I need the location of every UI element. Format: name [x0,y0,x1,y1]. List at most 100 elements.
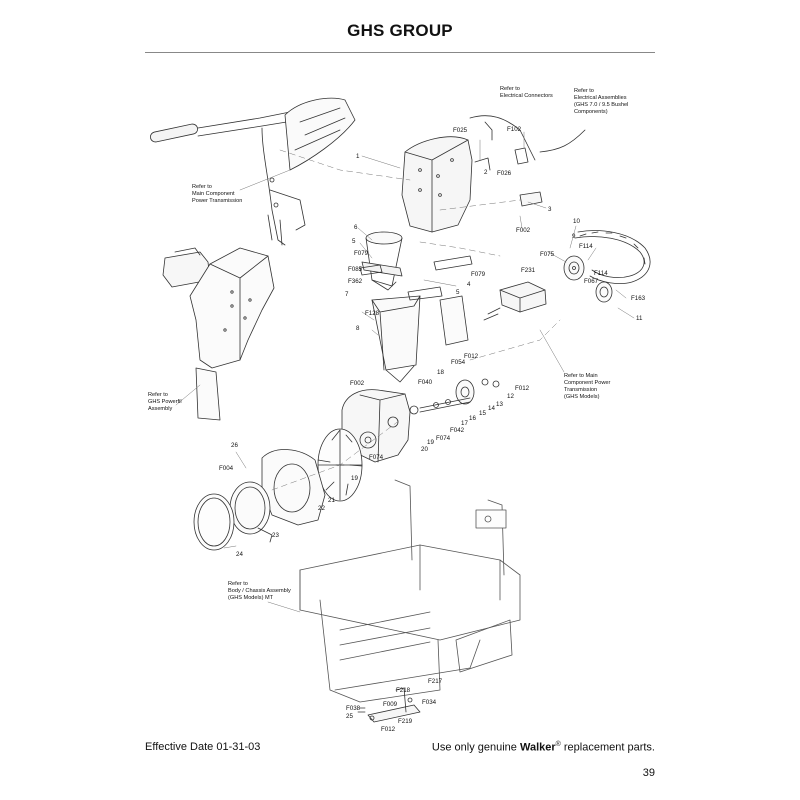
reference-note-line: (GHS Models) [564,394,600,400]
reference-note-line: GHS Powerfil [148,399,182,405]
part-label: F038 [346,705,361,712]
blower-housing [341,389,411,463]
part-label: F079 [471,271,486,278]
effective-date: Effective Date 01-31-03 [145,741,261,753]
part-label: 19 [351,475,358,482]
part-label: F026 [497,170,512,177]
reference-note-line: (GHS Models) MT [228,595,274,601]
reference-note-line: Electrical Connectors [500,93,553,99]
part-label: F128 [365,310,380,317]
part-label: F012 [464,353,479,360]
part-label: F075 [540,251,555,258]
part-label: 6 [354,224,358,231]
part-label: 19 [427,439,434,446]
part-label: 26 [231,442,238,449]
reference-note-line: Main Component [192,191,235,197]
reference-note-line: Refer to [574,88,594,94]
part-label: F034 [422,699,437,706]
part-label: F114 [594,270,608,277]
part-label: 10 [573,218,580,225]
reference-note-line: Power Transmission [192,198,242,204]
part-label: F042 [450,427,465,434]
reference-note-line: Component Power [564,380,610,386]
part-label: 7 [345,291,349,298]
part-label: F040 [418,379,433,386]
reference-note-line: Components) [574,109,608,115]
part-labels: F025 F102 1 2 F026 3 F002 10 6 5 F079 9 … [219,126,646,733]
part-label: F002 [350,380,365,387]
chassis-frame [299,479,521,703]
part-label: 9 [572,233,576,240]
part-label: 21 [328,497,335,504]
genuine-parts-notice: Use only genuine Walker® replacement par… [431,741,655,754]
part-label: F218 [396,687,411,694]
part-label: F054 [451,359,466,366]
part-label: F102 [507,126,522,133]
reference-note-line: Refer to [228,581,248,587]
page-number: 39 [642,767,655,779]
reference-note-line: Transmission [564,387,597,393]
part-label: F362 [348,278,363,285]
part-label: 4 [467,281,471,288]
reference-note-line: Electrical Assemblies [574,95,627,101]
part-label: 23 [272,532,279,539]
part-label: 24 [236,551,243,558]
reference-note-line: Refer to [148,392,168,398]
ref-electrical-connectors-l1: Refer to [500,86,520,92]
reference-note-line: Refer to Main [564,373,598,379]
blower-pulley [409,378,500,415]
inlet-ring [193,493,235,551]
clamp-ring [229,481,273,543]
part-label: 22 [318,505,325,512]
brand-name: Walker [519,741,556,754]
part-label: F012 [515,385,530,392]
pulley-small [595,281,613,303]
part-label: 12 [507,393,514,400]
part-label: F085 [348,266,363,273]
reference-note-line: (GHS 7.0 / 9.5 Bushel [574,102,628,108]
part-label: 20 [421,446,428,453]
gearbox [439,281,547,346]
part-label: 15 [479,410,486,417]
drive-belt [574,230,651,284]
discharge-chute [401,136,473,233]
part-label: F079 [354,250,369,257]
part-label: F025 [453,127,468,134]
reference-note-line: Body / Chassis Assembly [228,588,291,594]
part-label: 3 [548,206,552,213]
part-label: 16 [469,415,476,422]
part-label: F074 [436,435,451,442]
housing-plate [261,449,326,526]
part-label: 13 [496,401,503,408]
part-label: 25 [346,713,353,720]
hardware-top [359,115,586,301]
bottom-bracket [357,687,421,723]
part-label: 2 [484,169,488,176]
part-label: 5 [456,289,460,296]
part-label: F012 [381,726,396,733]
page-title: GHS GROUP [347,21,453,40]
part-label: F009 [383,701,398,708]
part-label: 1 [356,153,360,160]
part-label: 18 [437,369,444,376]
upper-tube [361,231,403,291]
reference-note-line: Refer to [192,184,212,190]
part-label: 14 [488,405,495,412]
part-label: 17 [461,420,468,427]
part-label: F004 [219,465,234,472]
part-label: F219 [398,718,413,725]
part-label: 8 [356,325,360,332]
part-label: F067 [584,278,599,285]
part-label: 11 [636,315,643,322]
part-label: 5 [352,238,356,245]
powerfil-assembly [162,247,275,421]
part-label: F114 [579,243,593,250]
